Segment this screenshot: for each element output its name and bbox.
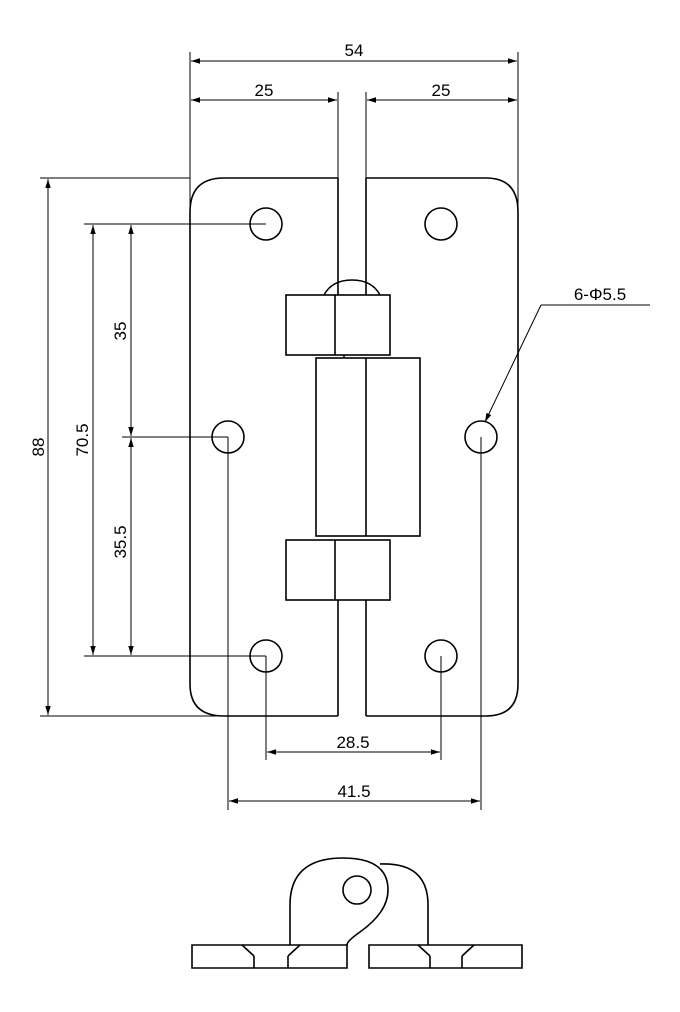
dim-hole-spacing-inner: 28.5 [336,733,369,752]
dimensions: 54 25 25 88 70.5 35 35.5 28.5 41.5 [29,41,650,810]
dim-upper-hole-pitch: 35 [111,322,130,341]
dim-lower-hole-pitch: 35.5 [111,525,130,558]
dim-hole-span-vertical: 70.5 [73,423,92,456]
hole-top-right [424,207,458,241]
hole-callout-leader [484,304,542,423]
side-view [191,857,523,969]
hole-callout: 6-Φ5.5 [574,285,626,304]
dim-right-leaf-width: 25 [432,81,451,100]
front-view [189,177,519,717]
right-leaf-outline [366,177,519,717]
dim-left-leaf-width: 25 [255,81,274,100]
hinge-knuckle [285,279,421,601]
left-leaf-outline [189,177,338,717]
knuckle-profile [289,857,389,946]
pin-hole-side [342,875,372,905]
dim-overall-height: 88 [29,438,48,457]
dim-overall-width: 54 [345,41,364,60]
dim-hole-spacing-outer: 41.5 [337,782,370,801]
